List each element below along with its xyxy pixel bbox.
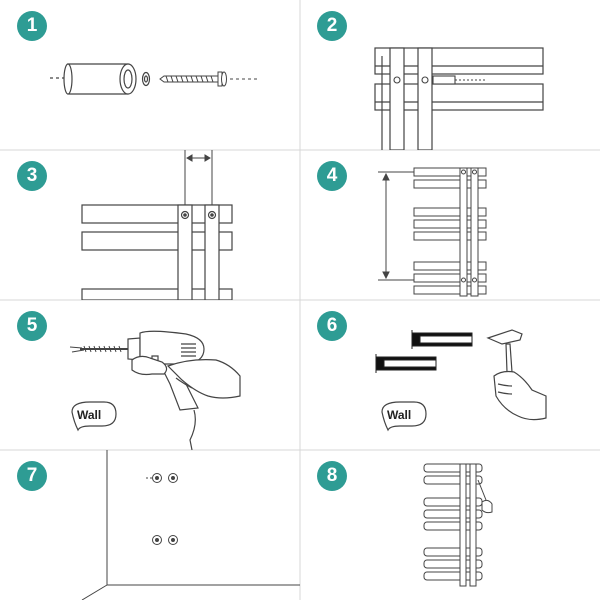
washer-icon — [141, 71, 151, 87]
step-4-panel: 4 — [300, 150, 600, 300]
bracket-with-screw — [393, 75, 485, 85]
step-6-illustration: Wall — [375, 329, 547, 432]
vertical-uprights — [459, 463, 477, 587]
step-5-badge: 5 — [17, 311, 47, 341]
radiator-rails — [423, 463, 483, 581]
step-1-badge: 1 — [17, 11, 47, 41]
step-5-panel: 5 Wall — [0, 300, 300, 450]
drill-bit-icon — [69, 345, 128, 353]
power-drill-icon — [127, 330, 205, 450]
vertical-uprights — [459, 167, 479, 297]
step-7-panel: 7 — [0, 450, 300, 600]
vertical-uprights — [381, 47, 433, 150]
wall-plug-icon — [50, 63, 137, 95]
step-6-panel: 6 Wall — [300, 300, 600, 450]
wall-label: Wall — [77, 408, 101, 422]
step-4-illustration — [378, 167, 487, 297]
mounting-hole-icons — [461, 169, 477, 283]
step-7-badge: 7 — [17, 461, 47, 491]
step-3-illustration — [81, 150, 233, 300]
radiator-rails — [413, 167, 487, 295]
hand-icon — [131, 355, 241, 399]
step-4-badge: 4 — [317, 161, 347, 191]
step-2-illustration — [374, 47, 544, 150]
hand-icon — [493, 370, 547, 421]
wall-badge: Wall — [71, 401, 117, 432]
hand-screwdriver-icon — [477, 479, 493, 514]
vertical-uprights — [177, 204, 220, 300]
radiator-rails — [81, 204, 233, 300]
mounting-hole-icons — [180, 210, 217, 220]
wall-plug-in-wall-lower — [375, 354, 437, 373]
screw-icon — [159, 71, 260, 87]
step-3-badge: 3 — [17, 161, 47, 191]
step-3-panel: 3 — [0, 150, 300, 300]
wall-corner-lines — [81, 450, 300, 600]
wall-badge: Wall — [381, 401, 427, 432]
distance-dimension-icon — [184, 150, 213, 215]
step-2-badge: 2 — [317, 11, 347, 41]
wall-label: Wall — [387, 408, 411, 422]
wall-plug-in-wall-upper — [411, 330, 473, 349]
step-8-illustration — [423, 463, 493, 587]
step-1-illustration — [50, 63, 260, 95]
step-8-badge: 8 — [317, 461, 347, 491]
step-1-panel: 1 — [0, 0, 300, 150]
step-5-illustration: Wall — [69, 330, 241, 450]
step-6-badge: 6 — [317, 311, 347, 341]
step-2-panel: 2 — [300, 0, 600, 150]
step-7-illustration — [81, 450, 300, 600]
step-8-panel: 8 — [300, 450, 600, 600]
screw-head-icons — [146, 473, 178, 545]
